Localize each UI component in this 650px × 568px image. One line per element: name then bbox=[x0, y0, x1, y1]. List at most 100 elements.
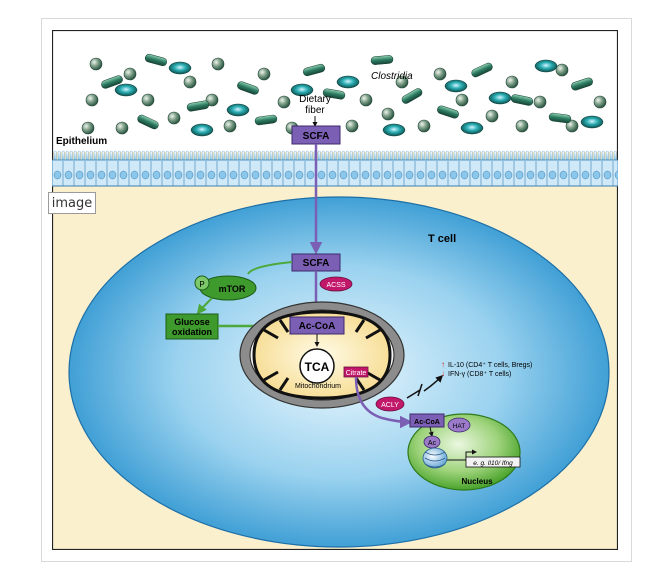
clostridia-label: Clostridia bbox=[371, 71, 413, 82]
acoa-box-nucleus bbox=[409, 413, 445, 428]
rod-bacterium bbox=[437, 105, 459, 119]
gut-bacteria bbox=[81, 53, 607, 137]
coccus-bacterium bbox=[167, 111, 181, 125]
rod-bacterium bbox=[322, 88, 346, 100]
oxidation-label: oxidation bbox=[172, 327, 212, 337]
scfa-to-mtor-arrow bbox=[247, 261, 293, 275]
coccus-bacterium bbox=[89, 57, 103, 71]
dietary-fiber-label-line2: fiber bbox=[305, 105, 325, 116]
disc-bacterium bbox=[290, 83, 314, 97]
disc-bacterium bbox=[580, 115, 604, 129]
acoa-nucleus-label: Ac-CoA bbox=[414, 419, 440, 426]
epithelium-label: Epithelium bbox=[56, 136, 107, 147]
phospho-marker bbox=[194, 275, 210, 291]
scfa-cell-label: SCFA bbox=[303, 258, 330, 269]
acoa-to-ac-arrow bbox=[428, 426, 434, 437]
coccus-bacterium bbox=[359, 93, 373, 107]
figure-border bbox=[52, 30, 618, 550]
ifng-down-arrow-icon: ↓ bbox=[441, 369, 445, 378]
disc-bacterium bbox=[168, 61, 192, 75]
coccus-bacterium bbox=[433, 67, 447, 81]
disc-bacterium bbox=[114, 83, 138, 97]
coccus-bacterium bbox=[81, 121, 95, 135]
coccus-bacterium bbox=[455, 93, 469, 107]
tca-label: TCA bbox=[305, 360, 330, 374]
citrate-to-acoa-path bbox=[354, 376, 413, 429]
disc-bacterium bbox=[226, 103, 250, 117]
rod-bacterium bbox=[401, 88, 423, 104]
epithelial-cells bbox=[52, 161, 618, 186]
disc-bacterium bbox=[382, 123, 406, 137]
image-tag: image bbox=[48, 192, 96, 214]
hat-label: HAT bbox=[453, 423, 466, 430]
nucleus bbox=[407, 413, 521, 491]
ifng-text: IFN-γ (CD8⁺ T cells) bbox=[448, 371, 511, 378]
cytokine-arrow bbox=[423, 374, 444, 392]
glucose-label: Glucose bbox=[174, 317, 210, 327]
rod-bacterium bbox=[571, 77, 593, 91]
rod-bacterium bbox=[101, 75, 123, 89]
coccus-bacterium bbox=[123, 67, 137, 81]
coccus-bacterium bbox=[223, 119, 237, 133]
il10-text: IL-10 (CD4⁺ T cells, Bregs) bbox=[448, 362, 532, 369]
coccus-bacterium bbox=[555, 63, 569, 77]
citrate-label: Citrate bbox=[346, 370, 367, 377]
rod-bacterium bbox=[186, 100, 210, 112]
rod-bacterium bbox=[144, 53, 168, 67]
coccus-bacterium bbox=[141, 93, 155, 107]
gene-box bbox=[465, 456, 521, 468]
mtor-label: mTOR bbox=[219, 284, 246, 294]
rod-bacterium bbox=[237, 81, 259, 95]
mitochondrium-label: Mitochondrium bbox=[295, 383, 341, 390]
acly-label: ACLY bbox=[381, 402, 399, 409]
hat-enzyme bbox=[447, 417, 471, 433]
disc-bacterium bbox=[444, 79, 468, 93]
coccus-bacterium bbox=[345, 119, 359, 133]
glucose-oxidation-box bbox=[165, 313, 219, 340]
coccus-bacterium bbox=[115, 121, 129, 135]
scfa-lumen-label: SCFA bbox=[303, 131, 330, 142]
mtor-to-glucose-arrow bbox=[196, 297, 213, 315]
gene-label: e. g. Il10/ Ifng bbox=[473, 460, 513, 467]
acoa-mito-label: Ac-CoA bbox=[299, 321, 336, 332]
coccus-bacterium bbox=[565, 119, 579, 133]
acss-enzyme bbox=[319, 276, 353, 292]
microvilli bbox=[53, 150, 617, 162]
coccus-bacterium bbox=[395, 75, 409, 89]
rod-bacterium bbox=[471, 62, 493, 78]
coccus-bacterium bbox=[533, 95, 547, 109]
coccus-bacterium bbox=[277, 95, 291, 109]
nucleus-label: Nucleus bbox=[461, 477, 493, 486]
coccus-bacterium bbox=[485, 109, 499, 123]
coccus-bacterium bbox=[593, 95, 607, 109]
rod-bacterium bbox=[137, 114, 159, 130]
coccus-bacterium bbox=[257, 67, 271, 81]
tca-cycle bbox=[299, 348, 335, 384]
rod-bacterium bbox=[302, 63, 326, 77]
coccus-bacterium bbox=[381, 107, 395, 121]
disc-bacterium bbox=[534, 59, 558, 73]
epithelium-layer bbox=[52, 150, 618, 187]
inhibition-bar bbox=[406, 383, 423, 399]
disc-bacterium bbox=[488, 91, 512, 105]
coccus-bacterium bbox=[85, 93, 99, 107]
coccus-bacterium bbox=[205, 93, 219, 107]
coccus-bacterium bbox=[211, 57, 225, 71]
disc-bacterium bbox=[336, 75, 360, 89]
rod-bacterium bbox=[370, 55, 394, 65]
phospho-label: P bbox=[199, 280, 204, 289]
acetyl-label: Ac bbox=[428, 440, 437, 447]
il10-up-arrow-icon: ↑ bbox=[441, 360, 445, 369]
rod-bacterium bbox=[548, 112, 572, 124]
disc-bacterium bbox=[190, 123, 214, 137]
coccus-bacterium bbox=[183, 75, 197, 89]
rod-bacterium bbox=[510, 94, 534, 106]
coccus-bacterium bbox=[505, 75, 519, 89]
acss-label: ACSS bbox=[326, 282, 345, 289]
dietary-fiber-label: Dietary bbox=[299, 94, 331, 105]
disc-bacterium bbox=[460, 121, 484, 135]
chromatin bbox=[422, 447, 448, 469]
t-cell-label: T cell bbox=[428, 233, 456, 245]
coccus-bacterium bbox=[417, 119, 431, 133]
coccus-bacterium bbox=[515, 119, 529, 133]
